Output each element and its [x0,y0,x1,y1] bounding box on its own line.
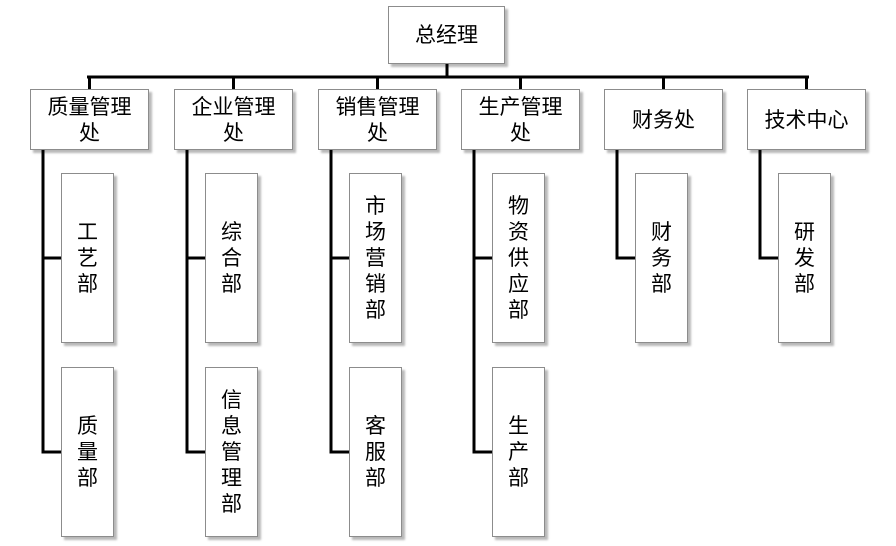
division-box-1-label: 质量管理处 [47,94,132,145]
department-box-3-2-label: 客服部 [365,414,386,490]
department-box-3-1: 市场营销部 [349,173,402,343]
division-box-5: 财务处 [604,89,723,150]
department-box-2-2-label: 信息管理部 [221,388,242,516]
department-box-1-2: 质量部 [61,367,114,537]
root-node: 总经理 [388,6,505,64]
division-box-4-label: 生产管理处 [478,94,563,145]
root-label: 总经理 [415,23,478,47]
division-box-6: 技术中心 [747,89,866,150]
division-box-1: 质量管理处 [30,89,149,150]
department-box-4-1: 物资供应部 [492,173,545,343]
department-box-1-2-label: 质量部 [77,414,98,490]
department-box-4-2-label: 生产部 [508,414,529,490]
department-box-4-1-label: 物资供应部 [508,194,529,322]
department-box-4-2: 生产部 [492,367,545,537]
division-box-2-label: 企业管理处 [191,94,276,145]
department-box-6-1-label: 研发部 [794,220,815,296]
division-box-6-label: 技术中心 [764,107,849,132]
department-box-3-2: 客服部 [349,367,402,537]
division-box-3: 销售管理处 [318,89,437,150]
department-box-5-1-label: 财务部 [651,220,672,296]
department-box-2-2: 信息管理部 [205,367,258,537]
division-box-3-label: 销售管理处 [335,94,420,145]
department-box-6-1: 研发部 [778,173,831,343]
department-box-3-1-label: 市场营销部 [365,194,386,322]
department-box-1-1-label: 工艺部 [77,220,98,296]
division-box-4: 生产管理处 [461,89,580,150]
division-box-5-label: 财务处 [632,107,695,132]
department-box-5-1: 财务部 [635,173,688,343]
department-box-2-1: 综合部 [205,173,258,343]
department-box-2-1-label: 综合部 [221,220,242,296]
department-box-1-1: 工艺部 [61,173,114,343]
division-box-2: 企业管理处 [174,89,293,150]
